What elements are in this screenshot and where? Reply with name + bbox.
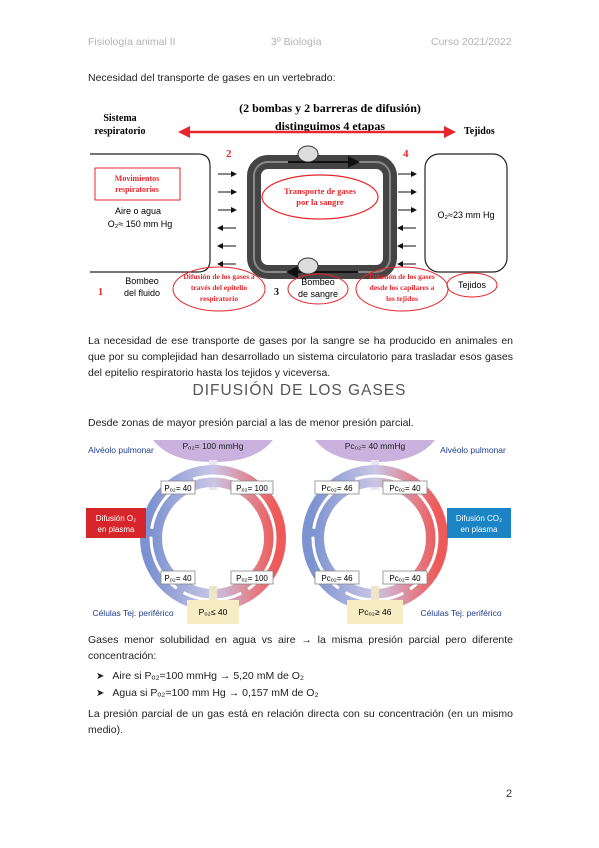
stage-2-number: 2: [226, 148, 232, 160]
left-bl-label: Pₒ₂= 40: [164, 574, 192, 583]
movimientos-label-1: Movimientos: [115, 174, 159, 183]
transporte-label-2: por la sangre: [296, 197, 344, 207]
difusion-o2-line1: Difusión O₂: [96, 514, 136, 523]
tissue-right: [347, 600, 403, 624]
alveolus-right: [315, 440, 435, 462]
header-year: 3º Biología: [271, 36, 322, 48]
bombeo-sangre-2: de sangre: [298, 289, 338, 299]
tejidos-box-label: Tejidos: [458, 280, 487, 290]
o2-right-label: O₂≈23 mm Hg: [438, 210, 495, 220]
tejidos-label: Tejidos: [464, 126, 495, 137]
right-tr-label: Pᴄₒ₂= 40: [389, 484, 421, 493]
alveolus-left: [153, 440, 273, 462]
bombeo-sangre-1: Bombeo: [301, 277, 335, 287]
diffusion-arrows-right: [397, 171, 417, 267]
difusion-co2-box: [447, 508, 511, 538]
left-tr-label: Pₒ₂= 100: [236, 484, 268, 493]
paragraph-concentration: La presión parcial de un gas está en rel…: [88, 708, 513, 736]
respiratory-chamber: [90, 153, 211, 273]
transporte-ellipse: [261, 174, 379, 220]
difusion-capilares-1: Difusión de los gases: [369, 272, 435, 281]
header-course-name: Fisiología animal II: [88, 36, 176, 48]
celulas-right-label: Células Tej. periférico: [420, 608, 501, 618]
list-item: Agua si Pₒ₂=100 mm Hg → 0,157 mM de O₂: [96, 685, 318, 702]
tissue-chamber: [424, 153, 508, 273]
bombeo-fluido-2: del fluido: [124, 288, 160, 298]
blood-loop-inner: [253, 161, 391, 273]
blood-loop: [247, 155, 397, 279]
title-line2: distinguimos 4 etapas: [275, 119, 385, 133]
pco2-tissue-label: Pᴄₒ₂≥ 46: [359, 607, 392, 617]
po2-tissue-label: Pₒ₂≤ 40: [199, 607, 228, 617]
alveolo-left-label: Alvéolo pulmonar: [88, 445, 154, 455]
bombeo-fluido-1: Bombeo: [125, 276, 159, 286]
difusion-epitelio-1: Difusión de los gases a: [183, 272, 255, 281]
transporte-label-1: Transporte de gases: [284, 186, 357, 196]
po2-alveolus-label: Pₒ₂= 100 mmHg: [182, 441, 243, 451]
right-tl-label: Pᴄₒ₂= 46: [321, 484, 353, 493]
connector-bottom-left: [209, 586, 217, 606]
title-line1: (2 bombas y 2 barreras de difusión): [239, 101, 421, 115]
stage-3-number: 3: [274, 287, 279, 298]
connector-bottom-right: [371, 586, 379, 606]
o2-left-label: O₂≈ 150 mm Hg: [108, 219, 172, 229]
left-tl-label: Pₒ₂= 40: [164, 484, 192, 493]
list-item: Aire si Pₒ₂=100 mmHg → 5,20 mM de O₂: [96, 668, 319, 685]
page-number: 2: [506, 788, 513, 800]
header-term: Curso 2021/2022: [431, 36, 512, 48]
difusion-co2-line2: en plasma: [461, 525, 498, 534]
gas-diffusion-diagram: Pₒ₂= 100 mmHg Alvéolo pulmonar Pₒ₂= 40 P…: [86, 440, 511, 624]
pco2-alveolus-label: Pᴄₒ₂= 40 mmHg: [345, 441, 406, 451]
right-br-label: Pᴄₒ₂= 40: [389, 574, 421, 583]
tejidos-ellipse: [446, 272, 498, 298]
difusion-o2-box: [86, 508, 146, 538]
arrow-right-icon: [444, 126, 456, 138]
stage-4-number: 4: [403, 148, 409, 160]
intro-text: Necesidad del transporte de gases en un …: [88, 72, 336, 84]
paragraph-solubility: Gases menor solubilidad en agua vs aire …: [88, 634, 513, 662]
section-heading: DIFUSIÓN DE LOS GASES: [192, 382, 407, 399]
difusion-capilares-3: los tejidos: [386, 294, 418, 303]
paragraph-diffusion: Desde zonas de mayor presión parcial a l…: [88, 417, 414, 429]
arrow-left-icon: [178, 126, 190, 138]
difusion-epitelio-2: través del epitelio: [191, 283, 247, 292]
difusion-epitelio-ellipse: [172, 266, 266, 312]
pump-top-icon: [297, 145, 319, 163]
aire-label: Aire o agua: [115, 206, 161, 216]
movimientos-label-2: respiratorios: [115, 185, 159, 194]
left-br-label: Pₒ₂= 100: [236, 574, 268, 583]
difusion-capilares-2: desde los capilares a: [370, 283, 435, 292]
movimientos-box: [94, 167, 181, 201]
bombeo-sangre-ellipse: [287, 273, 349, 305]
pump-bottom-icon: [297, 257, 319, 275]
paragraph-transport: La necesidad de ese transporte de gases …: [88, 335, 513, 379]
diffusion-arrows-left: [217, 171, 237, 267]
alveolo-right-label: Alvéolo pulmonar: [440, 445, 506, 455]
difusion-epitelio-3: respiratorio: [200, 294, 238, 303]
stage-1-number: 1: [98, 287, 103, 298]
transport-stages-diagram: (2 bombas y 2 barreras de difusión) dist…: [90, 101, 508, 312]
right-bl-label: Pᴄₒ₂= 46: [321, 574, 353, 583]
sistema-label-1: Sistema: [103, 113, 136, 124]
solubility-list: Aire si Pₒ₂=100 mmHg → 5,20 mM de O₂ Agu…: [96, 668, 319, 702]
sistema-label-2: respiratorio: [95, 126, 146, 137]
difusion-o2-line2: en plasma: [98, 525, 135, 534]
celulas-left-label: Células Tej. periférico: [92, 608, 173, 618]
difusion-co2-line1: Difusión CO₂: [456, 514, 502, 523]
tissue-left: [187, 600, 239, 624]
